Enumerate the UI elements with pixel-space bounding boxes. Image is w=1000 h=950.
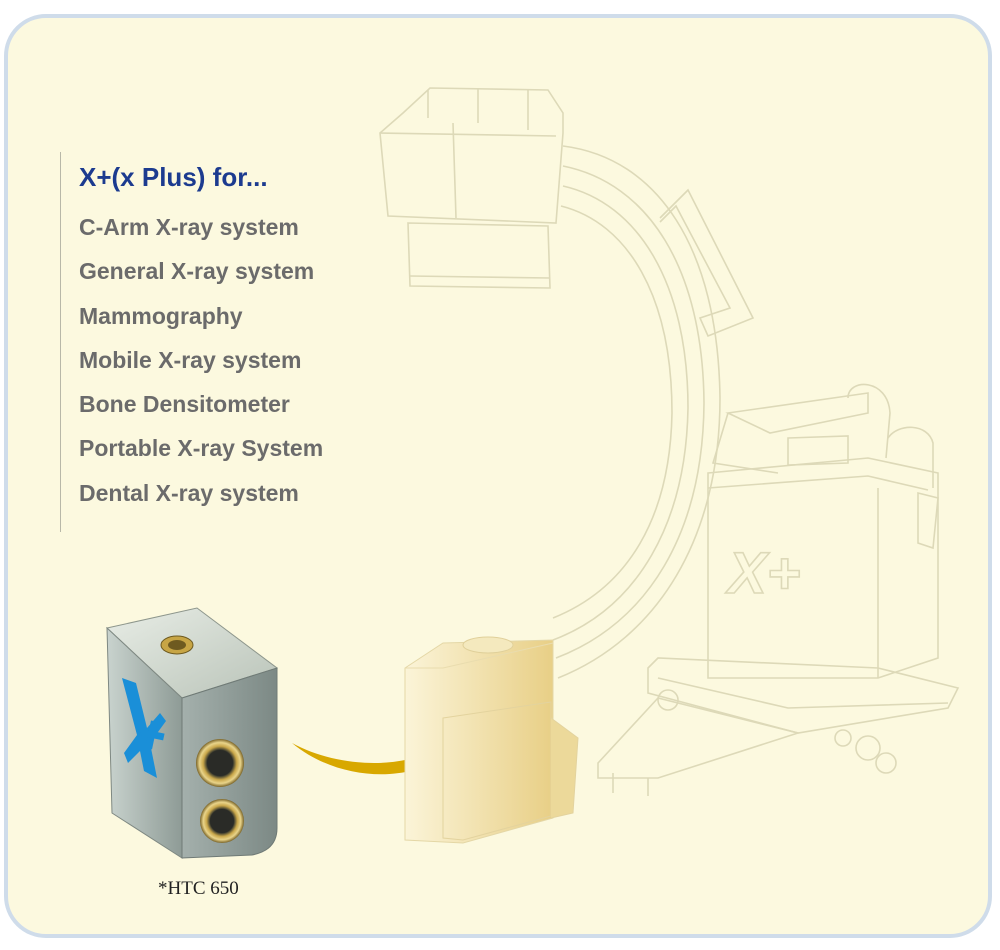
svg-text:X+: X+ xyxy=(725,541,801,606)
product-caption: *HTC 650 xyxy=(158,878,239,899)
list-item: Dental X-ray system xyxy=(79,479,299,506)
applications-list: C-Arm X-ray system General X-ray system … xyxy=(79,212,323,522)
content-panel: X+ X+(x Plus) for... C-Arm X-ray system … xyxy=(4,14,992,938)
detector-device-photo xyxy=(105,607,279,859)
list-item: Mobile X-ray system xyxy=(79,346,302,373)
list-item: Portable X-ray System xyxy=(79,435,324,462)
applications-section: X+(x Plus) for... C-Arm X-ray system Gen… xyxy=(60,152,323,532)
list-item: General X-ray system xyxy=(79,258,315,285)
list-item: Mammography xyxy=(79,302,243,329)
section-heading: X+(x Plus) for... xyxy=(79,162,268,192)
detector-module-highlight xyxy=(404,636,579,844)
xplus-logo xyxy=(122,678,166,778)
list-item: C-Arm X-ray system xyxy=(79,214,299,240)
c-arm-xray-machine-illustration: X+ xyxy=(379,87,960,796)
list-item: Bone Densitometer xyxy=(79,391,290,418)
curved-arrow-icon xyxy=(292,736,448,790)
